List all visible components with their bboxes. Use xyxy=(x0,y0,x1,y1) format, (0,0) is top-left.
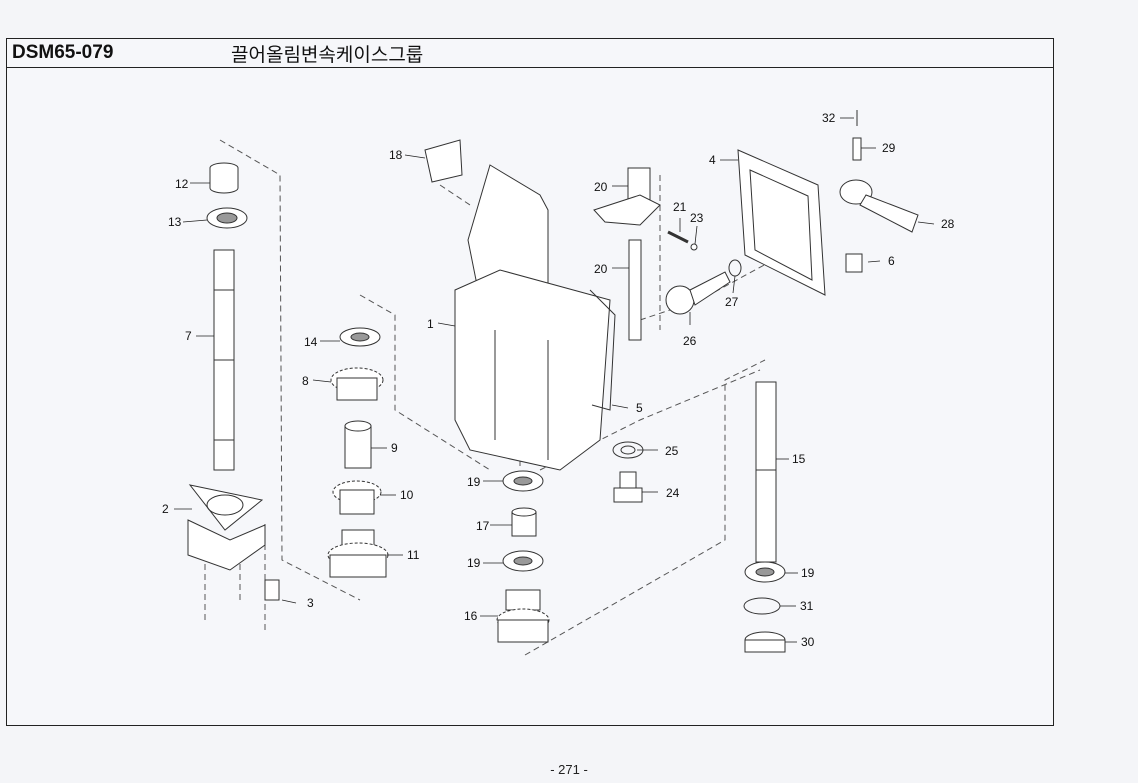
callout-12: 12 xyxy=(175,177,189,191)
callout-labels: 12 13 7 2 3 14 8 9 10 11 18 1 20 20 21 2… xyxy=(162,111,955,649)
callout-3: 3 xyxy=(307,596,314,610)
part-29-pin xyxy=(852,137,862,161)
part-19-bearing-right xyxy=(744,561,786,583)
callout-21: 20 xyxy=(594,180,608,194)
part-24-plug xyxy=(613,471,643,503)
part-12-bushing xyxy=(209,162,239,194)
part-31-snap-ring xyxy=(743,597,781,615)
part-13-bearing xyxy=(206,207,248,229)
callout-15: 15 xyxy=(792,452,806,466)
part-23-ball xyxy=(690,243,698,251)
callout-5: 5 xyxy=(636,401,643,415)
diagram-code: DSM65-079 xyxy=(12,42,114,63)
part-10-gear xyxy=(332,480,382,515)
callout-4: 4 xyxy=(709,153,716,167)
callout-6: 6 xyxy=(888,254,895,268)
part-9-sleeve xyxy=(344,420,372,469)
callout-17: 17 xyxy=(476,519,490,533)
part-27-oring xyxy=(728,259,742,277)
callout-7: 7 xyxy=(185,329,192,343)
callout-19-upper: 19 xyxy=(467,475,481,489)
part-16-gear xyxy=(496,589,550,643)
callout-28: 28 xyxy=(941,217,955,231)
callout-27: 27 xyxy=(725,295,739,309)
callout-19-right: 19 xyxy=(801,566,815,580)
callout-31: 31 xyxy=(800,599,814,613)
callout-20: 20 xyxy=(594,262,608,276)
callout-25: 25 xyxy=(665,444,679,458)
part-20-rod xyxy=(628,239,642,341)
callout-9: 9 xyxy=(391,441,398,455)
part-18-bevel-gear xyxy=(424,139,463,183)
part-7-shaft xyxy=(213,249,235,471)
part-6-plug xyxy=(845,253,863,273)
part-17-spacer xyxy=(511,507,537,537)
callout-18: 18 xyxy=(389,148,403,162)
callout-1: 1 xyxy=(427,317,434,331)
part-26-lever xyxy=(665,271,731,315)
part-28-arm xyxy=(839,179,919,233)
callout-23: 23 xyxy=(690,211,704,225)
part-14-bearing xyxy=(339,327,381,347)
part-3-bolt xyxy=(264,579,280,601)
part-22-spring xyxy=(667,230,689,244)
callout-2: 2 xyxy=(162,502,169,516)
callout-24: 24 xyxy=(666,486,680,500)
part-11-gear xyxy=(327,529,389,578)
callout-8: 8 xyxy=(302,374,309,388)
callout-19-lower: 19 xyxy=(467,556,481,570)
page-number: - 271 - xyxy=(550,762,588,777)
callout-26: 26 xyxy=(683,334,697,348)
callout-29: 29 xyxy=(882,141,896,155)
part-1-case xyxy=(454,164,611,471)
callout-11: 11 xyxy=(407,548,420,562)
part-5-gasket xyxy=(589,289,616,411)
part-4-cover xyxy=(737,149,826,296)
part-19-bearing-upper xyxy=(502,470,544,492)
callout-22: 21 xyxy=(673,200,687,214)
part-2-flange xyxy=(187,484,266,571)
callout-14: 14 xyxy=(304,335,318,349)
part-30-sleeve xyxy=(744,631,786,653)
diagram-title: 끌어올림변속케이스그룹 xyxy=(231,44,424,66)
part-19-bearing-lower xyxy=(502,550,544,572)
callout-13: 13 xyxy=(168,215,182,229)
title-bar: DSM65-079 끌어올림변속케이스그룹 xyxy=(7,39,1053,68)
part-21-shift-fork xyxy=(593,167,661,226)
callout-30: 30 xyxy=(801,635,815,649)
part-8-gear xyxy=(330,367,384,401)
callout-16: 16 xyxy=(464,609,478,623)
callout-32: 32 xyxy=(822,111,836,125)
part-15-shaft xyxy=(755,381,777,563)
callout-10: 10 xyxy=(400,488,414,502)
